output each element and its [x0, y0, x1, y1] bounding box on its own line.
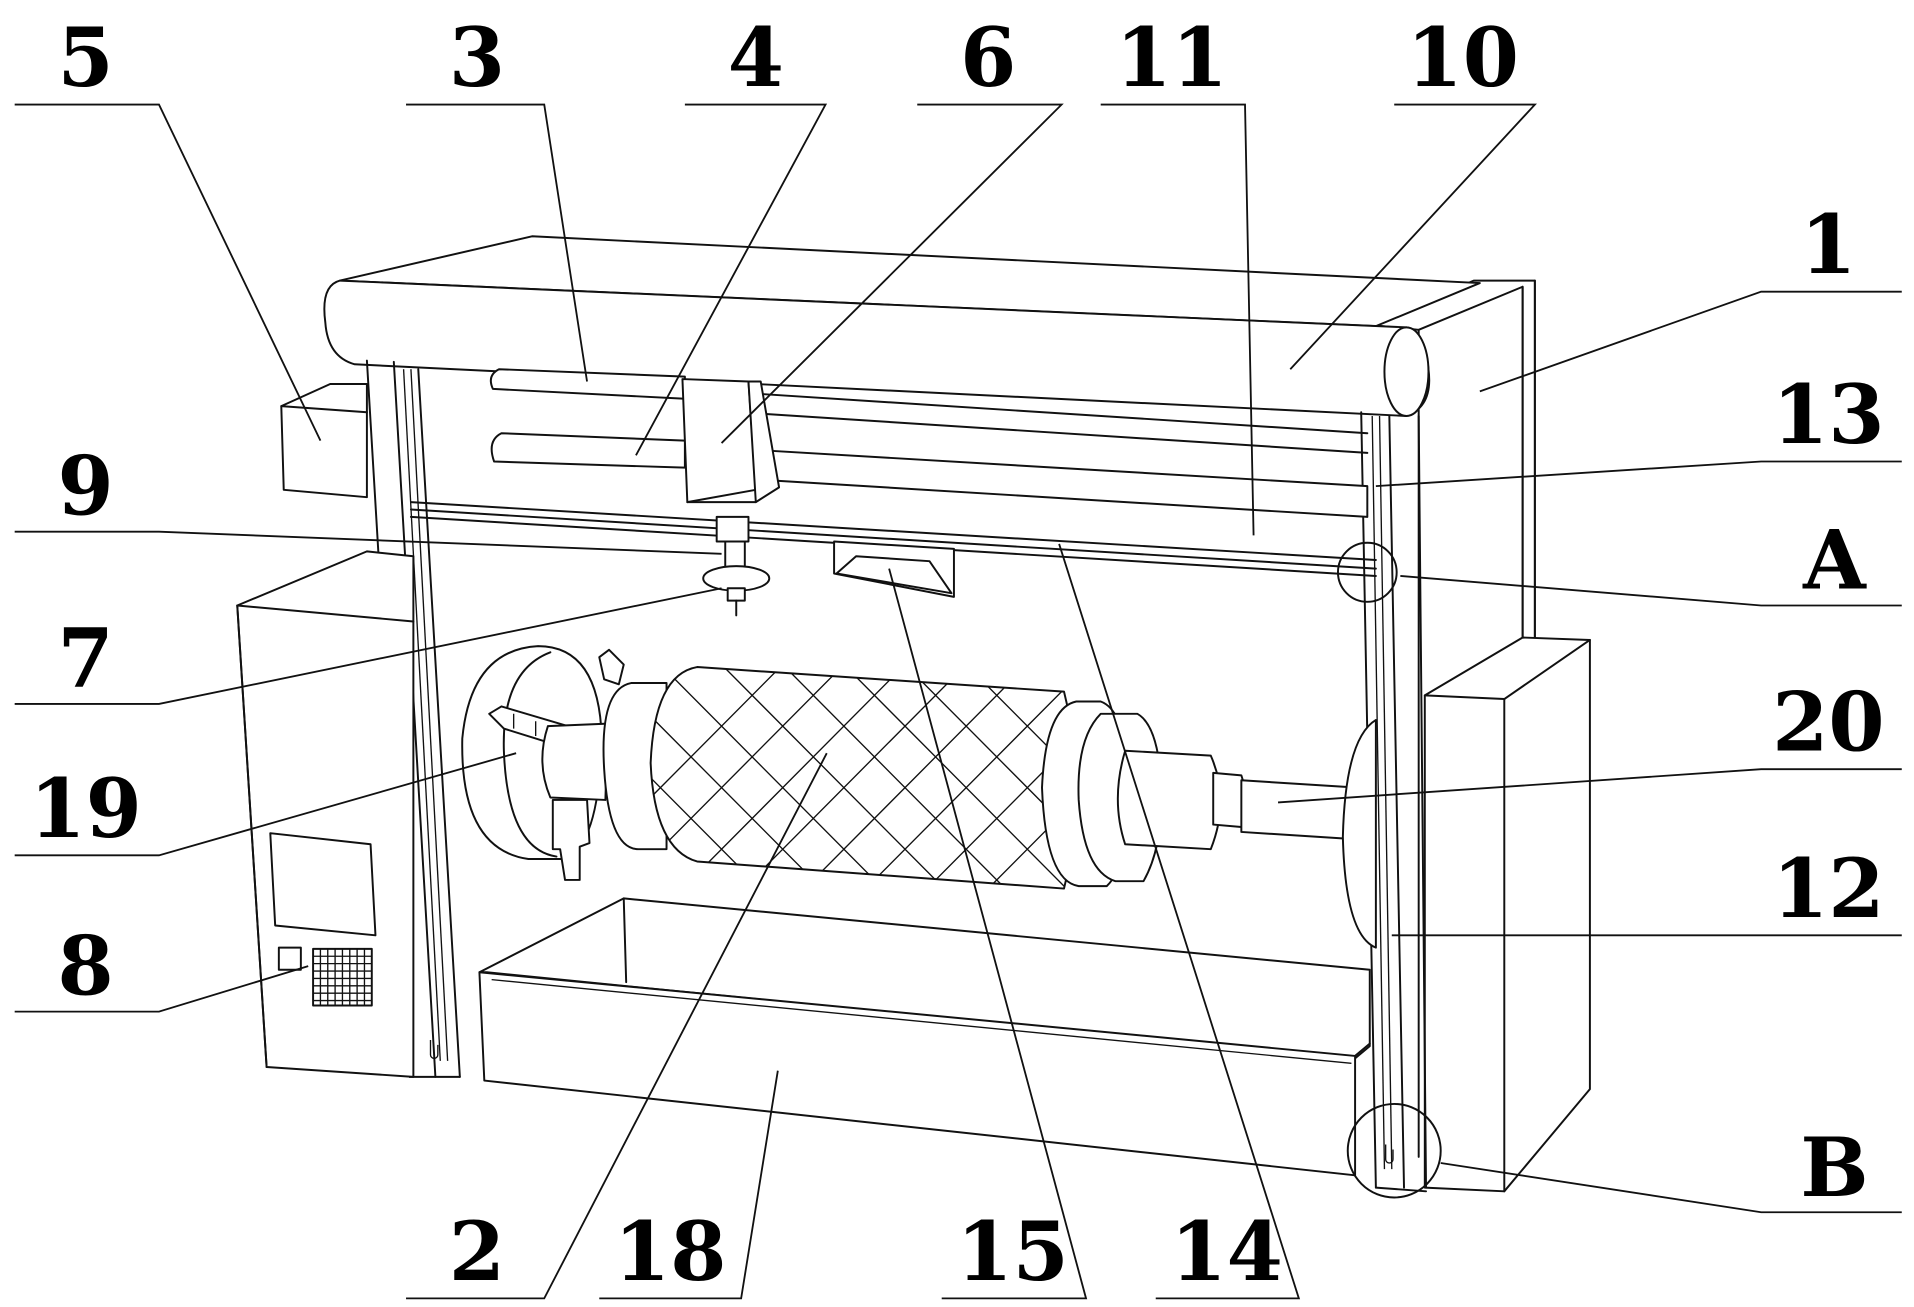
label-7: 7: [58, 611, 114, 706]
carriage: [681, 378, 781, 504]
label-11: 11: [1115, 11, 1227, 106]
label-14: 14: [1171, 1205, 1283, 1300]
label-3: 3: [449, 11, 505, 106]
guide-rods: [489, 368, 1369, 518]
right-cabinet: [1423, 636, 1591, 1193]
label-12: 12: [1772, 842, 1884, 937]
knurl-pattern: [650, 667, 1077, 889]
label-20: 20: [1772, 675, 1884, 770]
label-4: 4: [728, 11, 784, 106]
label-13: 13: [1772, 368, 1884, 463]
label-8: 8: [58, 919, 114, 1014]
detail-circle-b: [1346, 1102, 1442, 1199]
detail-circle-a: [1336, 541, 1398, 603]
control-cabinet: [236, 550, 415, 1078]
label-10: 10: [1407, 11, 1519, 106]
tailstock: [1116, 718, 1377, 949]
label-A: A: [1802, 513, 1867, 608]
chuck: [461, 645, 625, 881]
label-6: 6: [960, 11, 1016, 106]
label-B: B: [1800, 1121, 1868, 1216]
label-18: 18: [614, 1205, 726, 1300]
label-9: 9: [58, 439, 114, 534]
collection-tray: [478, 897, 1371, 1177]
label-2: 2: [449, 1205, 505, 1300]
sensor-block: [833, 540, 955, 598]
label-19: 19: [29, 762, 141, 857]
label-1: 1: [1800, 198, 1856, 293]
leader-lines: [14, 103, 1902, 1300]
part-labels: 5 3 4 6 11 10 1 13 A 20 12 B 9 7 19 8 2 …: [29, 11, 1884, 1300]
top-beam: [323, 235, 1481, 417]
tool-spindle: [702, 515, 771, 617]
label-5: 5: [58, 11, 114, 106]
roller-drum: [602, 666, 1163, 890]
right-column: [1360, 411, 1428, 1193]
motor-box: [280, 382, 368, 499]
keypad-icon: [312, 947, 373, 1007]
label-15: 15: [956, 1205, 1068, 1300]
